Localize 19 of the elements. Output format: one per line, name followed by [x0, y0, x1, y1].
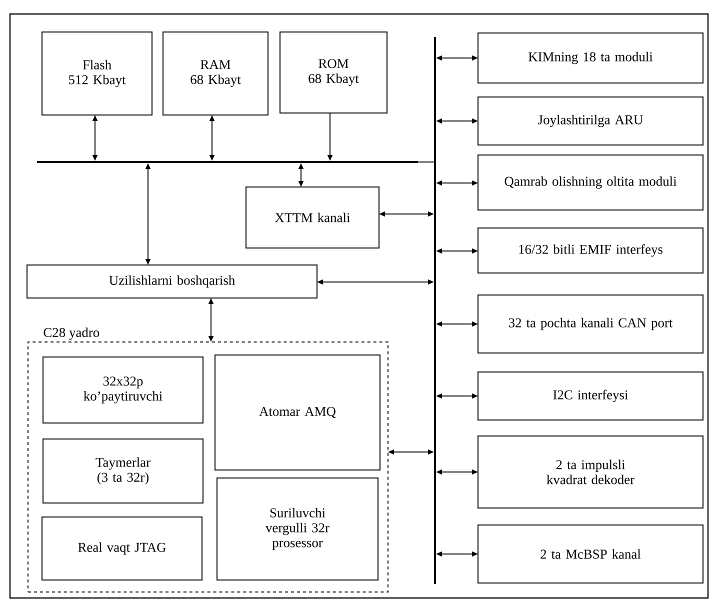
- module-box: 32x32p ko’paytiruvchi: [42, 356, 204, 424]
- module-box: Atomar AMQ: [214, 354, 380, 470]
- module-box: I2C interfeysi: [478, 372, 704, 420]
- module-box: Flash 512 Kbayt: [42, 32, 152, 116]
- module-box: Suriluvchi vergulli 32r prosessor: [216, 478, 378, 580]
- module-box: KIMning 18 ta moduli: [478, 32, 704, 84]
- module-box: 2 ta impulsli kvadrat dekoder: [478, 436, 704, 508]
- module-box: Uzilishlarni boshqarish: [26, 264, 318, 298]
- module-box: Real vaqt JTAG: [42, 516, 202, 580]
- module-box: 2 ta McBSP kanal: [478, 524, 704, 584]
- module-box: RAM 68 Kbayt: [162, 32, 268, 116]
- module-box: Joylashtirilga ARU: [478, 96, 704, 146]
- group-heading: C28 yadro: [44, 328, 100, 340]
- module-box: ROM 68 Kbayt: [280, 32, 388, 114]
- module-box: Taymerlar (3 ta 32r): [42, 438, 204, 504]
- module-box: Qamrab olishning oltita moduli: [478, 154, 704, 210]
- module-box: XTTM kanali: [246, 186, 380, 248]
- module-box: 32 ta pochta kanali CAN port: [478, 294, 704, 354]
- module-box: 16/32 bitli EMIF interfeys: [478, 228, 704, 274]
